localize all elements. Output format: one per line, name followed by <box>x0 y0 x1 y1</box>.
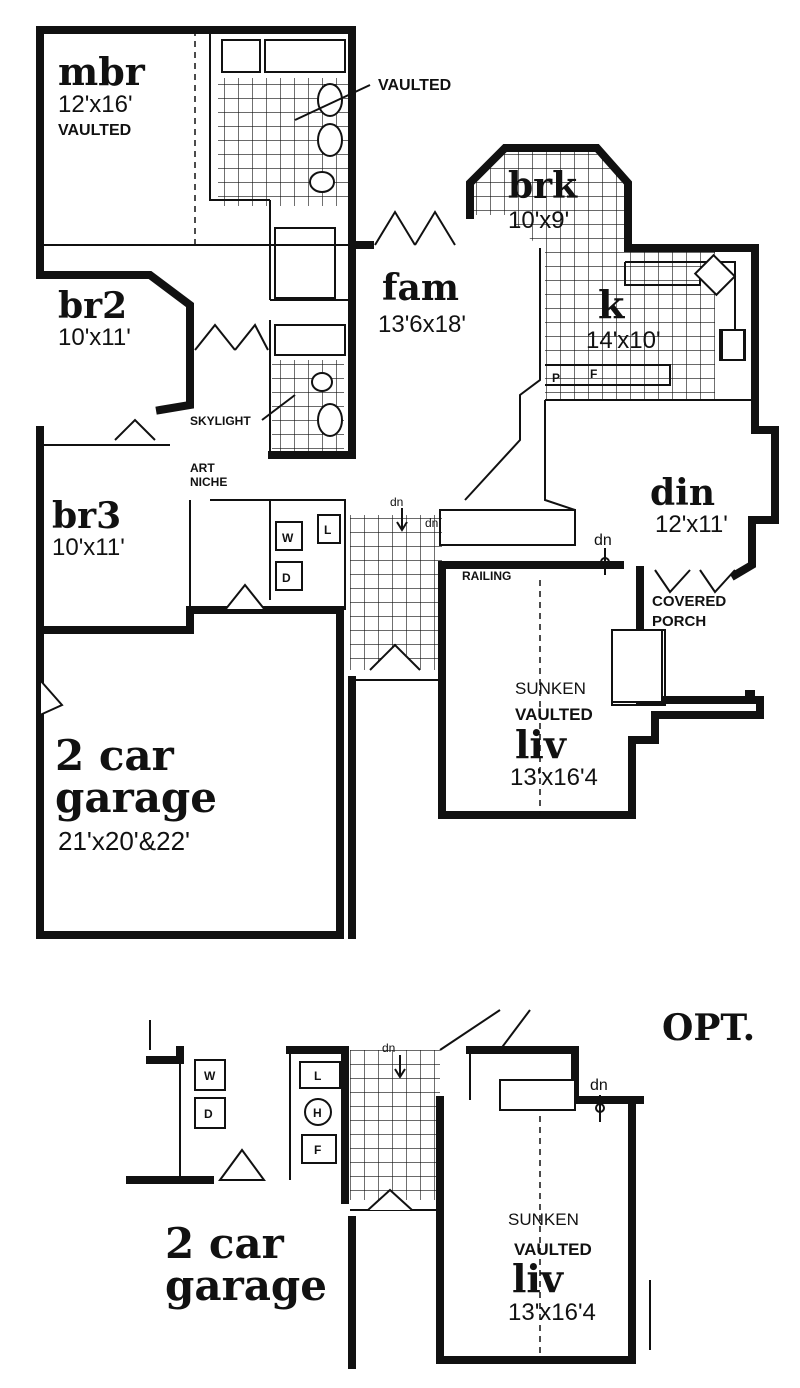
dryer <box>275 561 303 591</box>
opt-linen-label: L <box>314 1069 321 1083</box>
opt-foyer-tile <box>350 1050 440 1200</box>
dn-label-2: dn <box>425 516 438 530</box>
hall-tub <box>274 324 346 356</box>
opt-title: OPT. <box>662 1007 755 1049</box>
mbr-name: mbr <box>58 49 146 94</box>
opt-garage-name-line2: garage <box>165 1261 327 1310</box>
interior-walls <box>40 30 755 815</box>
foyer-tile <box>350 515 442 670</box>
foyer-door <box>369 643 421 671</box>
sink-1 <box>317 83 343 117</box>
fridge-label: F <box>590 367 597 381</box>
porch-door <box>654 569 736 594</box>
brk-dim: 10'x9' <box>508 207 569 234</box>
laundry-door <box>222 583 268 611</box>
k-dim: 14'x10' <box>586 327 661 354</box>
hall-sink <box>317 403 343 437</box>
master-toilet <box>309 171 335 193</box>
washer <box>275 521 303 551</box>
opt-heater-label: H <box>313 1106 322 1120</box>
vaulted-leader <box>294 84 371 121</box>
k-name: k <box>598 282 625 327</box>
opt-stair-arrow <box>394 1055 406 1079</box>
liv-note2: VAULTED <box>515 705 593 724</box>
opt-washer <box>194 1059 226 1091</box>
opt-dryer <box>194 1097 226 1129</box>
linen-label: L <box>324 523 331 537</box>
br3-door <box>114 418 156 441</box>
opt-foyer-door <box>367 1188 413 1211</box>
fireplace <box>611 629 663 703</box>
opt-liv-name: liv <box>512 1256 565 1301</box>
sink-2 <box>317 123 343 157</box>
liv-name: liv <box>515 722 568 767</box>
dn-label-3: dn <box>594 532 612 549</box>
skylight-leader <box>261 394 296 421</box>
dn-marker-din <box>600 557 610 567</box>
garage-name-line1: 2 car <box>55 731 175 780</box>
garage-side-door <box>39 677 64 717</box>
entry-door-fam <box>374 210 456 246</box>
hall-toilet <box>311 372 333 392</box>
fam-name: fam <box>382 267 459 309</box>
opt-furnace <box>301 1134 337 1164</box>
opt-liv-note2: VAULTED <box>514 1240 592 1259</box>
porch-post <box>745 690 755 700</box>
breakfast-nook-tile <box>470 148 628 248</box>
opt-dn-label-2: dn <box>590 1077 608 1094</box>
opt-furnace-label: F <box>314 1143 321 1157</box>
vaulted-label: VAULTED <box>378 77 451 94</box>
opt-dn-label-1: dn <box>382 1041 395 1055</box>
covered-porch-label-1: COVERED <box>652 593 726 610</box>
liv-dim: 13'x16'4 <box>510 764 598 791</box>
railing-label: RAILING <box>462 569 511 583</box>
brk-name: brk <box>508 165 578 207</box>
master-tub <box>264 39 346 73</box>
master-closet <box>274 227 336 299</box>
opt-heater <box>304 1098 332 1126</box>
washer-label: W <box>282 531 294 545</box>
dn-label-1: dn <box>390 495 403 509</box>
br3-dim: 10'x11' <box>52 534 125 561</box>
skylight-label: SKYLIGHT <box>190 414 251 428</box>
dryer-label: D <box>282 571 291 585</box>
art-niche-label-2: NICHE <box>190 475 227 489</box>
kitchen-counters <box>545 261 746 386</box>
opt-linen <box>299 1061 341 1089</box>
stair-arrow-1 <box>396 508 408 532</box>
liv-note1: SUNKEN <box>515 679 586 698</box>
mbr-note: VAULTED <box>58 122 131 139</box>
br2-door <box>194 323 269 351</box>
master-shower <box>221 39 261 73</box>
pantry-label: P <box>552 371 560 385</box>
opt-laundry-door <box>218 1148 266 1181</box>
vault-lines <box>40 30 541 815</box>
opt-liv-dim: 13'x16'4 <box>508 1299 596 1326</box>
din-name: din <box>650 472 715 514</box>
art-niche-label-1: ART <box>190 461 215 475</box>
fam-dim: 13'6x18' <box>378 311 466 338</box>
opt-washer-label: W <box>204 1069 216 1083</box>
kitchen-sink <box>693 253 737 297</box>
main-plan: mbr 12'x16' VAULTED VAULTED br2 10'x11' … <box>36 26 779 939</box>
opt-garage-edge <box>149 1020 651 1350</box>
garage-windows <box>180 820 341 936</box>
range <box>721 329 745 361</box>
linen-closet <box>317 514 341 544</box>
opt-dryer-label: D <box>204 1107 213 1121</box>
mbr-dim: 12'x16' <box>58 91 133 118</box>
br3-name: br3 <box>52 495 121 537</box>
opt-fireplace <box>499 1079 576 1111</box>
garage-dim: 21'x20'&22' <box>58 826 190 856</box>
opt-liv-note1: SUNKEN <box>508 1210 579 1229</box>
covered-porch-label-2: PORCH <box>652 613 706 630</box>
kitchen-floor-tile <box>545 248 715 400</box>
din-dim: 12'x11' <box>655 511 728 538</box>
opt-plan: OPT. dn dn W D L H F SUNKEN VAULTED liv … <box>126 1007 755 1369</box>
br2-name: br2 <box>58 285 127 327</box>
garage-name-line2: garage <box>55 773 217 822</box>
opt-garage-name-line1: 2 car <box>165 1219 285 1268</box>
br2-dim: 10'x11' <box>58 324 131 351</box>
